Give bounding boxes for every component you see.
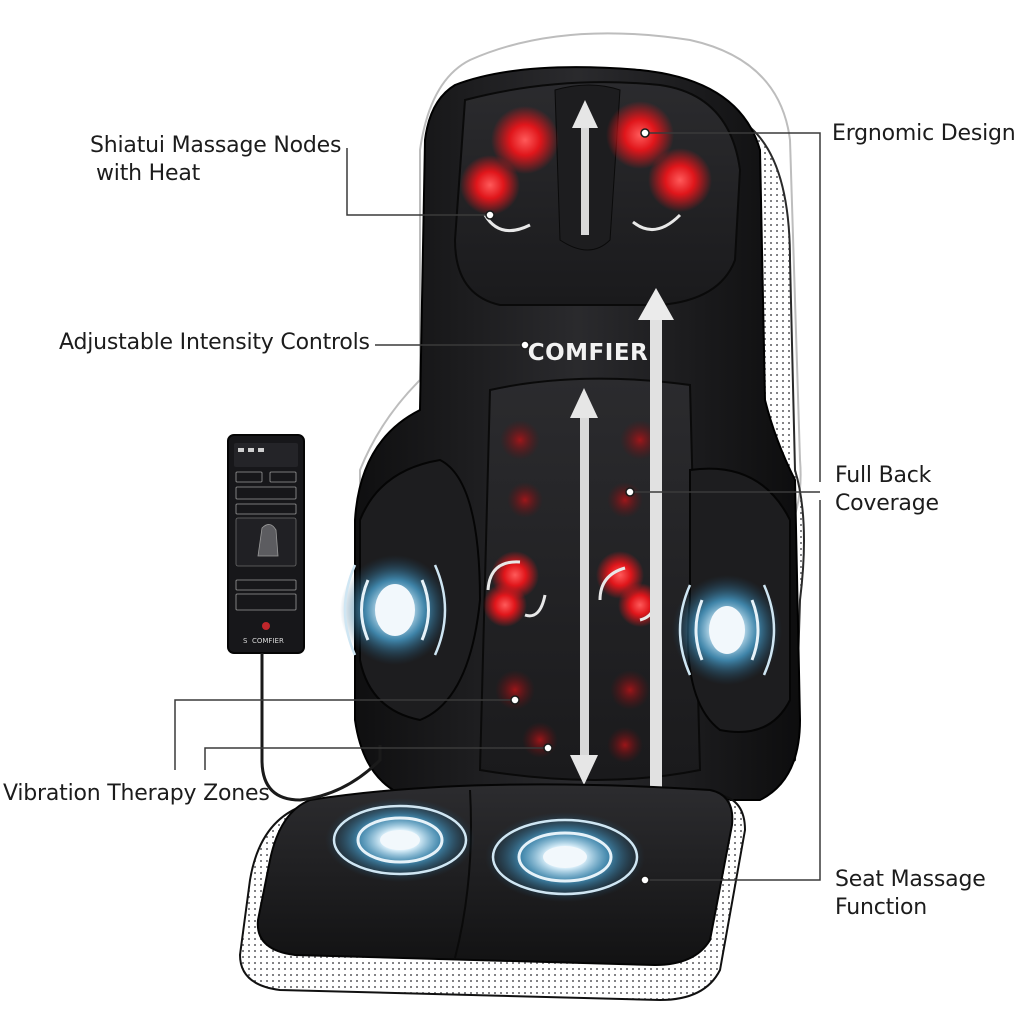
vibration-callout-line-b xyxy=(204,747,548,770)
left-vibration-zone xyxy=(340,555,450,665)
intensity-callout: Adjustable Intensity Controls xyxy=(59,329,370,357)
full-back-arrow xyxy=(638,288,674,795)
seat-callout-line xyxy=(645,500,821,881)
seat-vibration-left xyxy=(325,798,475,882)
shiatsu-callout-line1: Shiatui Massage Nodes xyxy=(90,133,342,158)
seat-callout: Seat Massage Function xyxy=(835,866,986,922)
heat-node xyxy=(648,148,712,212)
coverage-callout-line1: Full Back xyxy=(835,463,932,488)
heat-node xyxy=(483,583,527,627)
brand-logo: COMFIER xyxy=(528,340,649,366)
seat-callout-line2: Function xyxy=(835,895,927,920)
remote-brand-mark: S xyxy=(243,637,248,645)
coverage-callout: Full Back Coverage xyxy=(835,462,939,518)
neck-travel-arrow xyxy=(572,100,598,235)
back-travel-arrow xyxy=(570,388,598,785)
seat-vibration-right xyxy=(485,812,645,902)
remote-control: S COMFIER xyxy=(227,434,305,654)
heat-node xyxy=(491,106,559,174)
vibration-callout-text: Vibration Therapy Zones xyxy=(3,781,270,806)
shiatsu-callout: Shiatui Massage Nodes with Heat xyxy=(90,132,341,188)
shiatsu-callout-line xyxy=(346,148,490,216)
right-vibration-zone xyxy=(672,575,782,685)
vibration-callout: Vibration Therapy Zones xyxy=(3,780,270,808)
heat-node xyxy=(606,101,674,169)
seat-callout-line1: Seat Massage xyxy=(835,867,986,892)
coverage-callout-line2: Coverage xyxy=(835,491,939,516)
seat-cushion xyxy=(238,783,747,1002)
shiatsu-callout-line2: with Heat xyxy=(96,161,201,186)
ergonomic-callout-text: Ergnomic Design xyxy=(832,121,1016,146)
remote-brand-label: COMFIER xyxy=(252,637,284,645)
intensity-callout-text: Adjustable Intensity Controls xyxy=(59,330,370,355)
callout-dots xyxy=(485,128,650,885)
callout-lines xyxy=(174,132,821,881)
neck-heat-nodes xyxy=(460,101,712,215)
heat-node xyxy=(460,155,520,215)
vibration-callout-line-a xyxy=(174,699,515,770)
ergonomic-callout-line xyxy=(645,132,821,482)
ergonomic-callout: Ergnomic Design xyxy=(832,120,1016,148)
remote-cable xyxy=(260,653,382,802)
